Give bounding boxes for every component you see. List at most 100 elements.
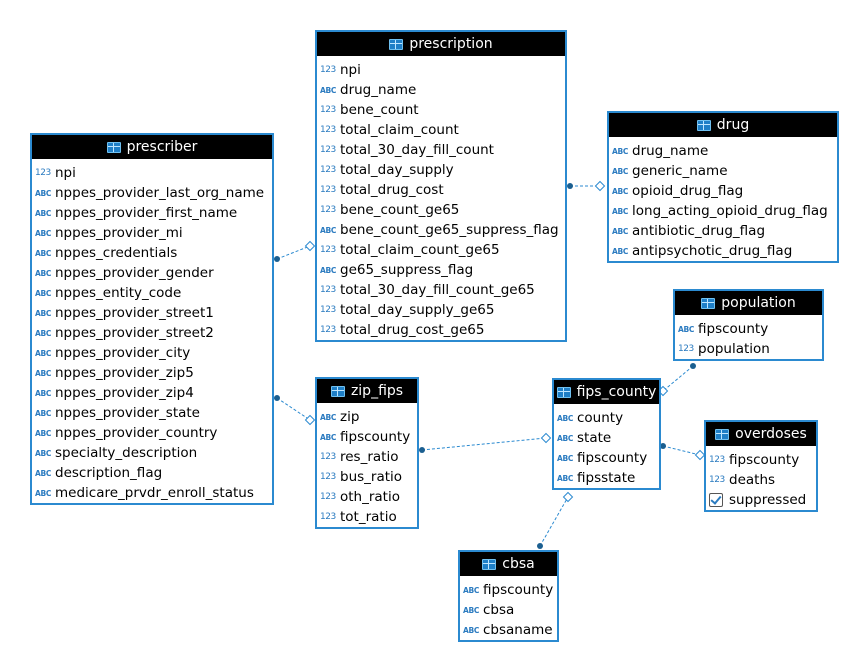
numeric-type-icon: 123 [320, 165, 336, 175]
numeric-type-icon: 123 [320, 452, 336, 462]
column-name: antibiotic_drug_flag [632, 223, 766, 239]
relationship-line [276, 245, 311, 260]
entity-header[interactable]: fips_county [554, 380, 659, 404]
text-type-icon: ABC [35, 428, 52, 438]
entity-header[interactable]: drug [609, 113, 837, 137]
entity-title: overdoses [735, 426, 807, 442]
numeric-type-icon: 123 [320, 285, 336, 295]
entity-title: fips_county [576, 384, 657, 400]
text-type-icon: ABC [35, 248, 52, 258]
relationship-target-diamond [304, 240, 316, 252]
text-type-icon: ABC [35, 348, 52, 358]
numeric-type-icon: 123 [320, 512, 336, 522]
column-row[interactable]: 123 total_day_supply [317, 160, 565, 180]
entity-header[interactable]: population [675, 291, 822, 315]
column-name: total_day_supply_ge65 [340, 302, 495, 318]
entity-header[interactable]: zip_fips [317, 379, 417, 403]
column-name: npi [55, 165, 76, 181]
entity-header[interactable]: overdoses [706, 422, 816, 446]
column-name: total_drug_cost_ge65 [340, 322, 485, 338]
column-name: generic_name [632, 163, 728, 179]
text-type-icon: ABC [320, 225, 337, 235]
numeric-type-icon: 123 [320, 325, 336, 335]
numeric-type-icon: 123 [320, 65, 336, 75]
column-row[interactable]: suppressed [706, 490, 816, 510]
table-icon [701, 297, 716, 309]
relationship-source-dot [419, 447, 425, 453]
column-name: total_day_supply [340, 162, 454, 178]
entity-header[interactable]: prescription [317, 32, 565, 56]
entity-title: drug [716, 117, 750, 133]
column-name: antipsychotic_drug_flag [632, 243, 793, 259]
entity-header[interactable]: cbsa [460, 552, 557, 576]
entity-title: cbsa [502, 556, 535, 572]
column-name: fipscounty [729, 452, 800, 468]
numeric-type-icon: 123 [320, 205, 336, 215]
entity-header[interactable]: prescriber [32, 135, 272, 159]
column-row[interactable]: 123 total_drug_cost_ge65 [317, 320, 565, 340]
column-name: fipscounty [340, 429, 411, 445]
column-name: fipsstate [577, 470, 636, 486]
